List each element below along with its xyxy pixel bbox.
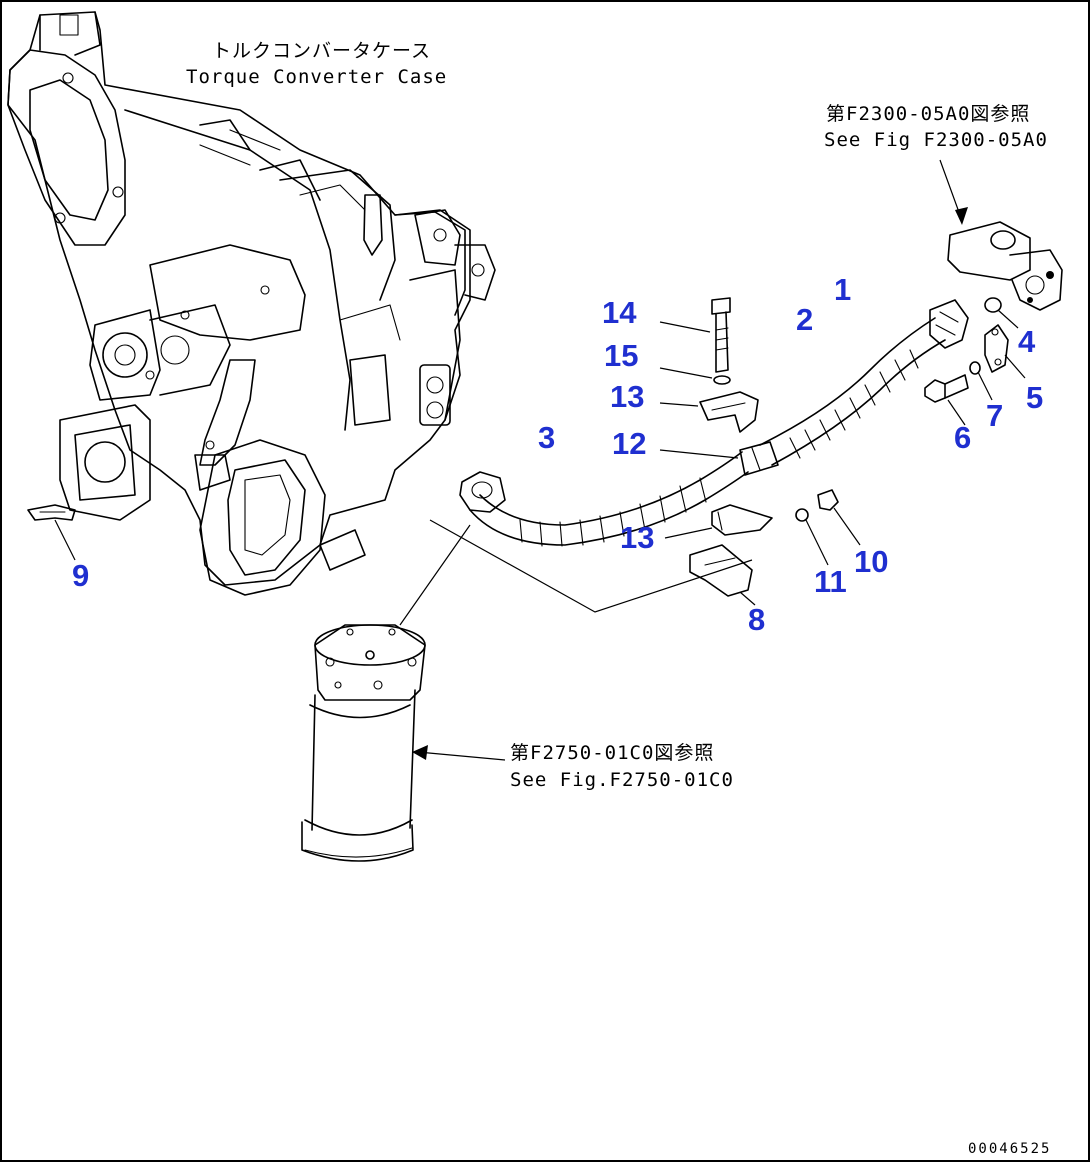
part-12-leader [659,449,739,459]
fitting-block [939,159,1063,311]
callout-13-upper: 13 [610,379,644,414]
case-label-en: Torque Converter Case [186,66,447,88]
callout-8: 8 [748,602,765,637]
part-15-washer [713,375,731,385]
filter-ref-leader [417,751,506,761]
callout-12: 12 [612,426,646,461]
callout-1: 1 [834,272,851,307]
part-5-split-flange [984,324,1026,379]
callout-9: 9 [72,558,89,593]
callout-6: 6 [954,420,971,455]
callout-13-lower: 13 [620,520,654,555]
ref2-jp: 第F2750-01C0図参照 [510,742,714,764]
callout-2: 2 [796,302,813,337]
part-14-bolt [659,297,731,373]
ref2-en: See Fig.F2750-01C0 [510,769,734,791]
callout-5: 5 [1026,380,1043,415]
part-4-o-ring [984,297,1002,313]
part-13-upper-clamp [659,391,759,433]
part-8-bracket [689,544,756,606]
part-11-washer [795,508,809,522]
filter-element [301,624,426,862]
part-9-clip [27,504,76,561]
callout-11: 11 [814,564,847,599]
ref1-jp: 第F2300-05A0図参照 [826,103,1030,125]
hose-assembly [459,299,969,547]
assembly-line [429,519,753,613]
part-7-washer [969,361,981,375]
callout-3: 3 [538,420,555,455]
callout-15: 15 [604,338,638,373]
assembly-line-filter [399,524,471,626]
callout-14: 14 [602,295,637,330]
drawing-number: 00046525 [968,1141,1051,1157]
part-13-lower-clamp [664,504,773,539]
torque-converter-case [7,11,496,596]
part-10-nut [817,489,839,511]
callout-10: 10 [854,544,888,579]
callout-7: 7 [986,398,1003,433]
part-6-bolt [924,374,969,426]
callout-4: 4 [1018,324,1036,359]
ref1-en: See Fig F2300-05A0 [824,129,1048,151]
case-label-jp: トルクコンバータケース [212,40,431,62]
